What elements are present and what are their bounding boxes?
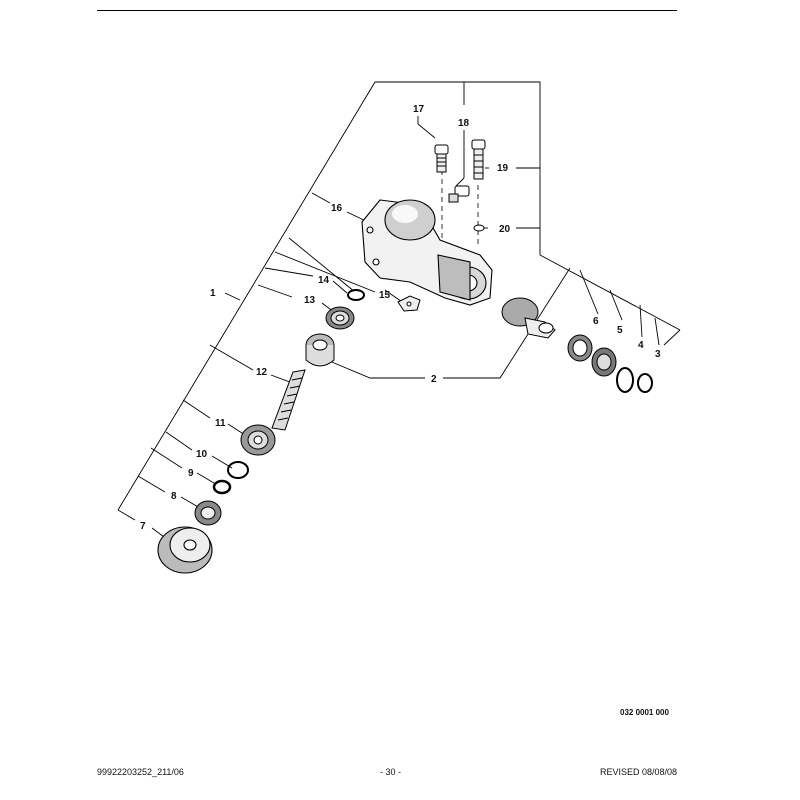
callout-19: 19: [497, 163, 509, 174]
screw-part-19: [448, 185, 470, 203]
drawing-number: 032 0001 000: [620, 708, 669, 717]
callout-labels: 17 18 19 16 20 1 14 13 15 6 5 4 3 12 2 1…: [140, 104, 661, 532]
footer-document-number: 99922203252_211/06: [97, 767, 184, 777]
bracket-lines: [117, 81, 681, 541]
circlip-part-4: [616, 367, 634, 393]
callout-13: 13: [304, 295, 316, 306]
bearing-part-11: [240, 424, 276, 456]
pinion-gear-part-2: [305, 333, 335, 367]
callout-18: 18: [458, 118, 470, 129]
callout-10: 10: [196, 449, 208, 460]
callout-2: 2: [431, 374, 437, 385]
callout-14: 14: [318, 275, 330, 286]
callout-17: 17: [413, 104, 425, 115]
ring-part-9: [212, 479, 232, 495]
callout-1: 1: [210, 288, 216, 299]
callout-20: 20: [499, 224, 511, 235]
callout-16: 16: [331, 203, 343, 214]
footer-page-number: - 30 -: [380, 767, 402, 777]
bevel-gear-part-2: [501, 297, 556, 339]
top-rule: [97, 10, 677, 11]
seal-part-8: [194, 500, 222, 526]
bearing-part-6: [567, 334, 593, 362]
bolt-part-17: [434, 144, 449, 173]
callout-3: 3: [655, 349, 661, 360]
circlip-part-3: [637, 373, 653, 393]
washer-part-20: [473, 224, 485, 232]
bearing-part-13: [325, 306, 355, 330]
callout-6: 6: [593, 316, 599, 327]
footer-revision-date: REVISED 08/08/08: [600, 767, 678, 777]
callout-12: 12: [256, 367, 268, 378]
callout-7: 7: [140, 521, 146, 532]
bearing-part-5: [591, 347, 617, 377]
callout-4: 4: [638, 340, 644, 351]
plate-part-15: [397, 295, 421, 312]
callout-11: 11: [215, 418, 226, 429]
cup-part-7: [157, 526, 213, 574]
gear-housing-part-16: [361, 199, 493, 306]
assembly-axes: [441, 170, 479, 245]
shaft-part-12: [271, 369, 306, 431]
callout-5: 5: [617, 325, 623, 336]
bolt-part-18: [471, 139, 486, 180]
circlip-part-10: [227, 461, 249, 479]
callout-15: 15: [379, 290, 391, 301]
callout-9: 9: [188, 468, 194, 479]
callout-8: 8: [171, 491, 177, 502]
circlip-part-14: [347, 289, 365, 301]
